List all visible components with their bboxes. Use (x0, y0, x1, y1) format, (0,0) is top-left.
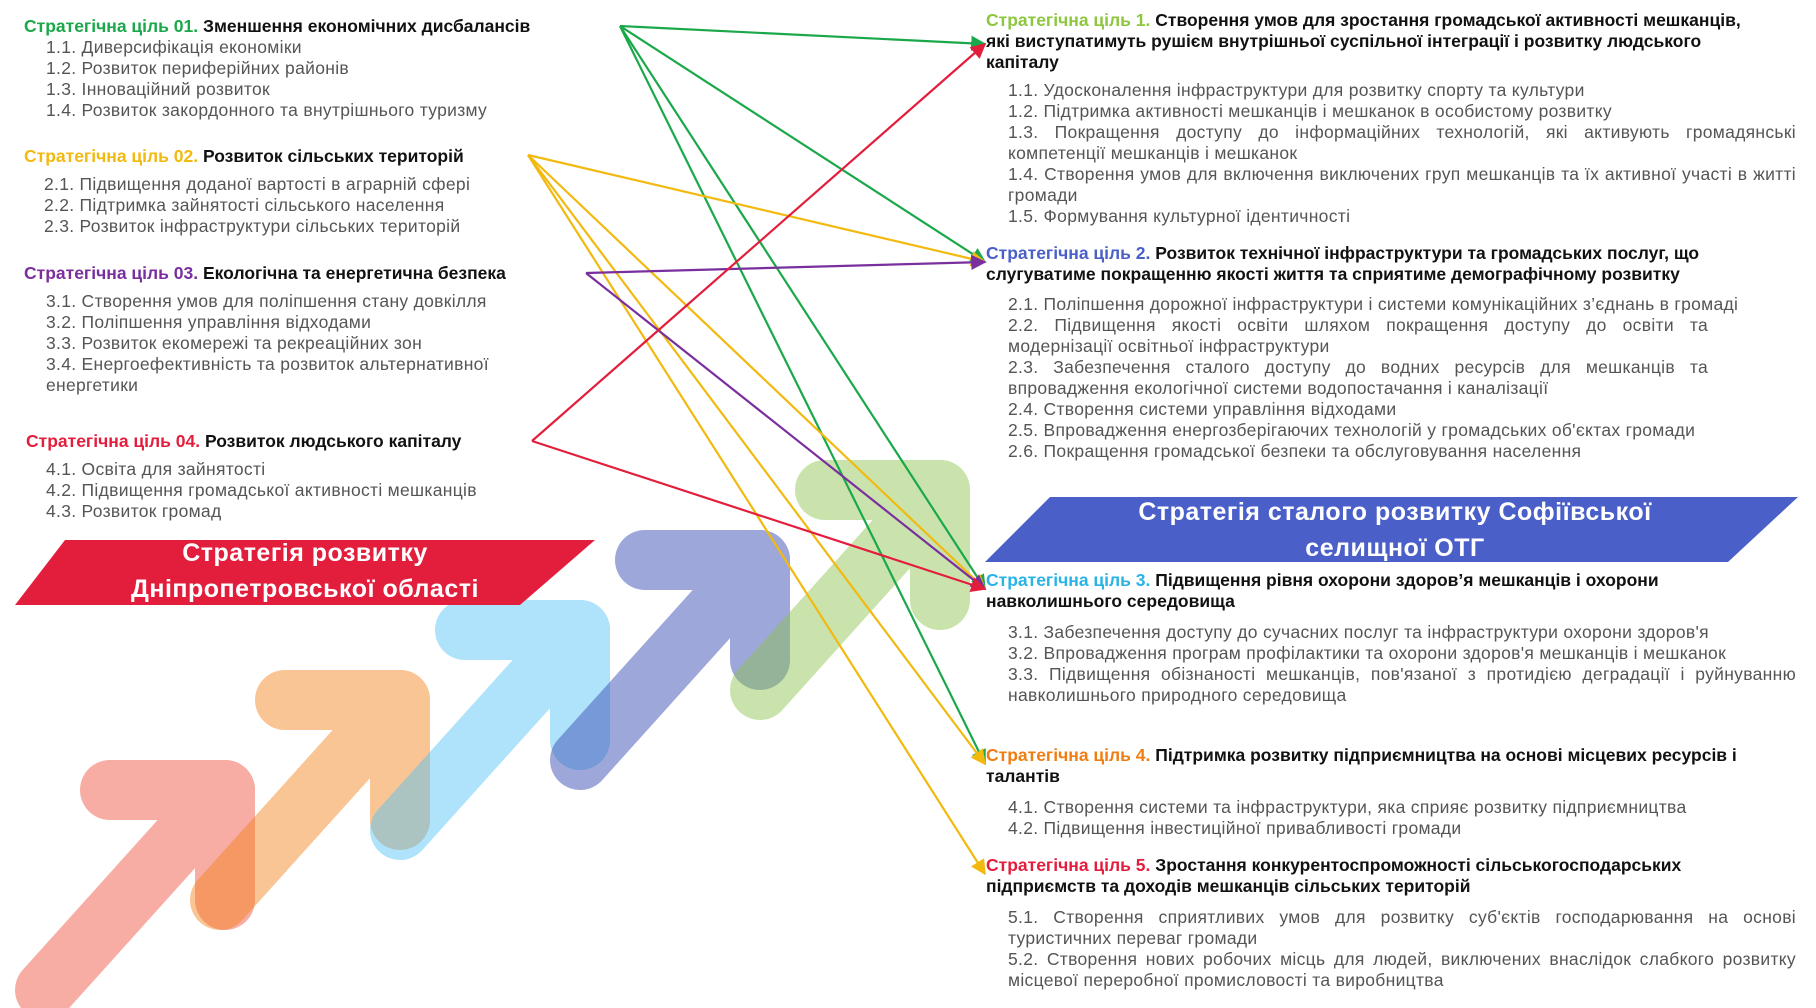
right-goal-2-prefix: Стратегічна ціль 2. (986, 243, 1151, 263)
left-banner-shape (15, 540, 595, 605)
left-goal-1-name: Зменшення економічних дисбалансів (202, 16, 531, 36)
right-banner-shape (985, 497, 1798, 562)
right-goal-4: Стратегічна ціль 4. Підтримка розвитку п… (986, 745, 1796, 839)
left-goal-2-item: 2.3. Розвиток інфраструктури сільських т… (44, 216, 461, 236)
right-goal-5-item: 5.1. Створення сприятливих умов для розв… (1008, 907, 1796, 948)
right-goal-1-item: 1.1. Удосконалення інфраструктури для ро… (1008, 80, 1585, 100)
right-goal-4-title: Стратегічна ціль 4. Підтримка розвитку п… (986, 745, 1766, 787)
right-goal-5: Стратегічна ціль 5. Зростання конкуренто… (986, 855, 1796, 991)
left-banner-line-2: Дніпропетровської області (131, 575, 479, 603)
left-goal-4-item: 4.3. Розвиток громад (46, 501, 222, 521)
left-goal-4-item: 4.1. Освіта для зайнятості (46, 459, 266, 479)
right-goal-4-prefix: Стратегічна ціль 4. (986, 745, 1151, 765)
right-goal-1-item: 1.4. Створення умов для включення виключ… (1008, 164, 1796, 205)
right-goal-2-item: 2.2. Підвищення якості освіти шляхом пок… (1008, 315, 1708, 356)
right-goal-2: Стратегічна ціль 2. Розвиток технічної і… (986, 243, 1796, 462)
right-goal-4-name: Підтримка розвитку підприємництва на осн… (986, 745, 1737, 786)
left-goal-3-title: Стратегічна ціль 03. Екологічна та енерг… (24, 263, 506, 284)
right-goal-5-title: Стратегічна ціль 5. Зростання конкуренто… (986, 855, 1776, 897)
decorative-arrow (15, 760, 255, 1008)
left-goal-3-item: 3.3. Розвиток екомережі та рекреаційних … (46, 333, 423, 353)
left-goal-4-name: Розвиток людського капіталу (204, 431, 462, 451)
right-goal-1-title: Стратегічна ціль 1. Створення умов для з… (986, 10, 1766, 73)
right-goal-4-item: 4.1. Створення системи та інфраструктури… (1008, 797, 1687, 817)
right-goal-1-item: 1.5. Формування культурної ідентичності (1008, 206, 1351, 226)
left-goal-1-item: 1.1. Диверсифікація економіки (46, 37, 302, 57)
right-banner-line-2: селищної ОТГ (1305, 534, 1485, 562)
left-banner-title: Стратегія розвитку Дніпропетровської обл… (60, 535, 550, 607)
left-goal-4-title: Стратегічна ціль 04. Розвиток людського … (26, 431, 477, 452)
right-goal-2-item: 2.1. Поліпшення дорожної інфраструктури … (1008, 294, 1739, 314)
right-goal-3-name: Підвищення рівня охорони здоров’я мешкан… (986, 570, 1659, 611)
left-goal-2-item: 2.2. Підтримка зайнятості сільського нас… (44, 195, 445, 215)
right-goal-3-title: Стратегічна ціль 3. Підвищення рівня охо… (986, 570, 1766, 612)
left-goal-3-item: 3.4. Енергоефективність та розвиток альт… (46, 354, 489, 374)
right-goal-2-item: 2.3. Забезпечення сталого доступу до вод… (1008, 357, 1708, 398)
left-goal-3-item: 3.2. Поліпшення управління відходами (46, 312, 372, 332)
left-goal-4-prefix: Стратегічна ціль 04. (26, 431, 201, 451)
right-banner-title: Стратегія сталого розвитку Софіївської с… (1030, 494, 1760, 566)
right-goal-4-item: 4.2. Підвищення інвестиційної привабливо… (1008, 818, 1462, 838)
right-goal-2-title: Стратегічна ціль 2. Розвиток технічної і… (986, 243, 1786, 285)
right-goal-2-item: 2.6. Покращення громадської безпеки та о… (1008, 441, 1582, 461)
left-goal-3-prefix: Стратегічна ціль 03. (24, 263, 199, 283)
left-goal-3-name: Екологічна та енергетична безпека (202, 263, 506, 283)
decorative-arrow (190, 670, 430, 930)
left-goal-1-prefix: Стратегічна ціль 01. (24, 16, 199, 36)
left-goal-4-item: 4.2. Підвищення громадської активності м… (46, 480, 477, 500)
left-goal-2-prefix: Стратегічна ціль 02. (24, 146, 199, 166)
right-goal-1-item: 1.2. Підтримка активності мешканців і ме… (1008, 101, 1612, 121)
right-goal-3: Стратегічна ціль 3. Підвищення рівня охо… (986, 570, 1796, 706)
right-goal-5-item: 5.2. Створення нових робочих місць для л… (1008, 949, 1796, 990)
right-goal-1: Стратегічна ціль 1. Створення умов для з… (986, 10, 1796, 227)
right-goal-2-item: 2.4. Створення системи управління відход… (1008, 399, 1397, 419)
left-goal-1: Стратегічна ціль 01. Зменшення економічн… (24, 16, 530, 121)
left-goal-2-title: Стратегічна ціль 02. Розвиток сільських … (24, 146, 470, 167)
right-goal-3-item: 3.3. Підвищення обізнаності мешканців, п… (1008, 664, 1796, 705)
right-goal-5-name: Зростання конкурентоспроможності сільськ… (986, 855, 1682, 896)
left-goal-4: Стратегічна ціль 04. Розвиток людського … (26, 431, 477, 522)
right-banner-line-1: Стратегія сталого розвитку Софіївської (1138, 498, 1652, 526)
decorative-arrow-stroke (190, 670, 430, 930)
left-goal-1-title: Стратегічна ціль 01. Зменшення економічн… (24, 16, 530, 37)
left-goal-3-item: енергетики (46, 375, 139, 395)
left-goal-2-name: Розвиток сільських територій (202, 146, 464, 166)
right-goal-5-prefix: Стратегічна ціль 5. (986, 855, 1151, 875)
right-goal-2-item: 2.5. Впровадження енергозберігаючих техн… (1008, 420, 1696, 440)
left-goal-1-item: 1.3. Інноваційний розвиток (46, 79, 270, 99)
right-goal-1-prefix: Стратегічна ціль 1. (986, 10, 1151, 30)
right-goal-1-item: 1.3. Покращення доступу до інформаційних… (1008, 122, 1796, 163)
left-goal-3-item: 3.1. Створення умов для поліпшення стану… (46, 291, 487, 311)
left-goal-1-item: 1.2. Розвиток периферійних районів (46, 58, 349, 78)
left-banner-line-1: Стратегія розвитку (182, 539, 428, 567)
right-goal-1-name: Створення умов для зростання громадської… (986, 10, 1741, 72)
left-goal-1-item: 1.4. Розвиток закордонного та внутрішньо… (46, 100, 488, 120)
left-goal-2-item: 2.1. Підвищення доданої вартості в аграр… (44, 174, 471, 194)
left-goal-2: Стратегічна ціль 02. Розвиток сільських … (24, 146, 470, 237)
right-goal-3-prefix: Стратегічна ціль 3. (986, 570, 1151, 590)
right-goal-2-name: Розвиток технічної інфраструктури та гро… (986, 243, 1700, 284)
right-goal-3-item: 3.2. Впровадження програм профілактики т… (1008, 643, 1727, 663)
right-goal-3-item: 3.1. Забезпечення доступу до сучасних по… (1008, 622, 1709, 642)
left-goal-3: Стратегічна ціль 03. Екологічна та енерг… (24, 263, 506, 396)
